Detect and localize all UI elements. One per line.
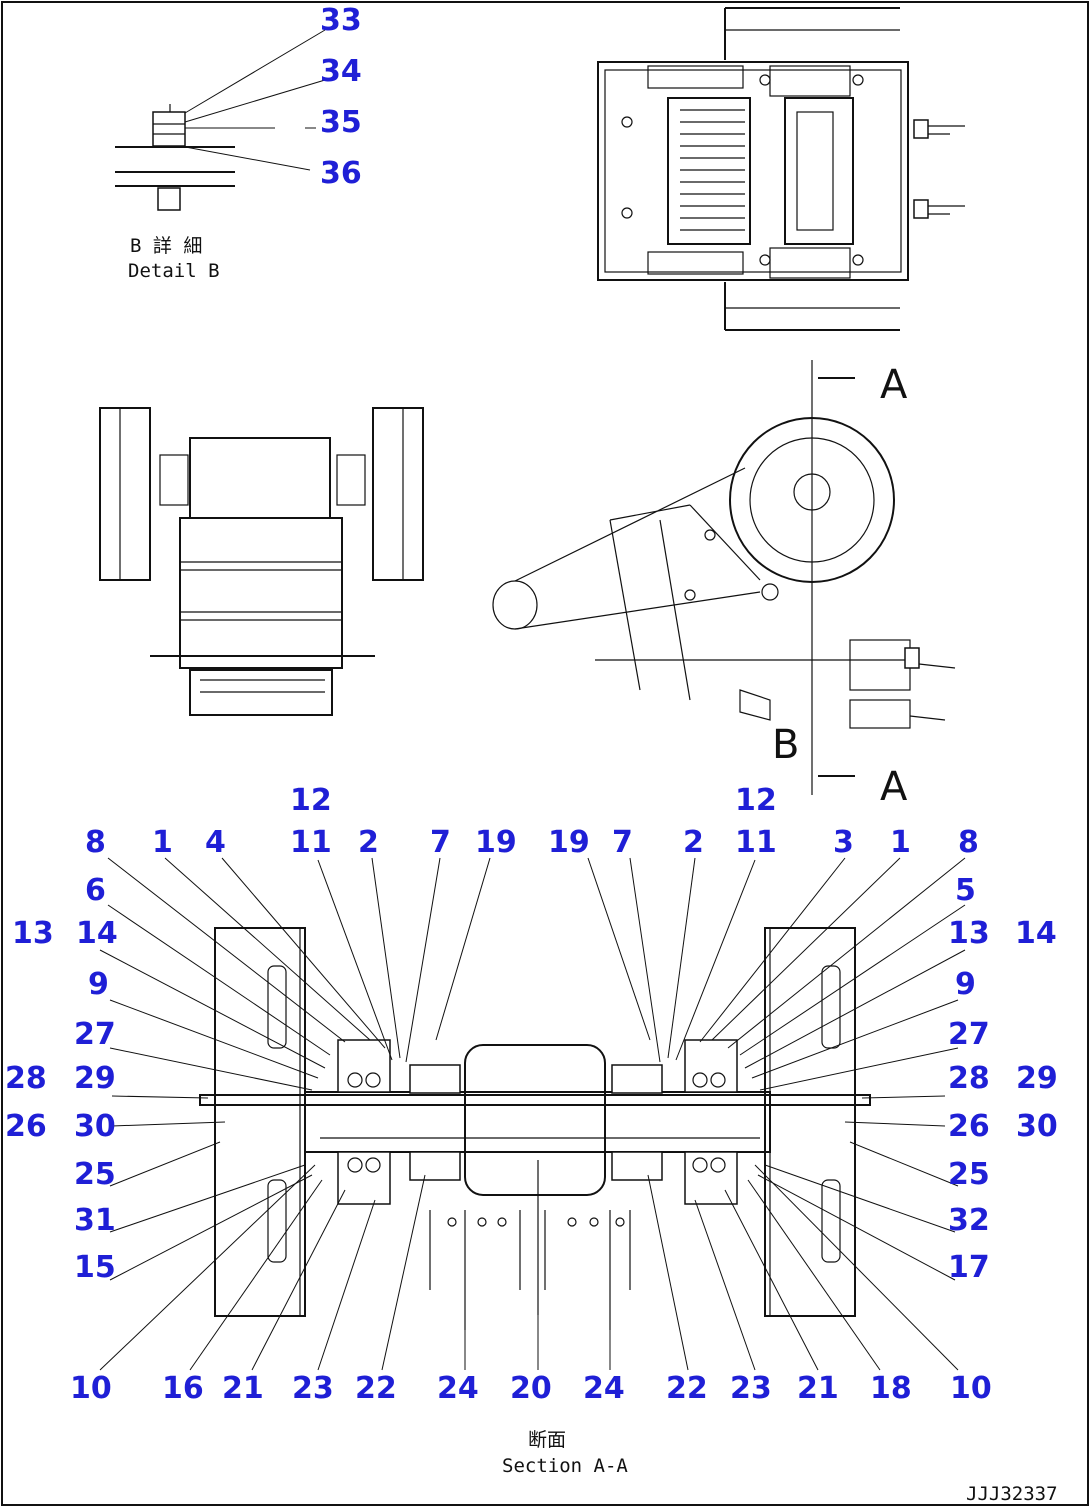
callout-9-left: 9 xyxy=(88,967,109,1002)
detail-b-view xyxy=(115,29,326,211)
callout-9-right: 9 xyxy=(955,967,976,1002)
callout-5-right: 5 xyxy=(955,873,976,908)
callout-21-right: 21 xyxy=(797,1371,839,1406)
callout-8-left: 8 xyxy=(85,825,106,860)
detail-b-caption-jp: B 詳 細 xyxy=(130,235,202,257)
callout-30-left: 30 xyxy=(74,1109,116,1144)
callout-12-left: 12 xyxy=(290,783,332,818)
callout-29-right: 29 xyxy=(1016,1061,1058,1096)
callout-29-left: 29 xyxy=(74,1061,116,1096)
section-mark-a-bottom: A xyxy=(880,764,908,810)
drawing-code: JJJ32337 xyxy=(966,1483,1058,1505)
callout-1-right: 1 xyxy=(890,825,911,860)
callout-14-left: 14 xyxy=(76,916,118,951)
callout-3-right: 3 xyxy=(833,825,854,860)
callout-22-right: 22 xyxy=(666,1371,708,1406)
callout-27-left: 27 xyxy=(74,1017,116,1052)
callout-33: 33 xyxy=(320,3,362,38)
callout-1-left: 1 xyxy=(152,825,173,860)
callout-10-right: 10 xyxy=(950,1371,992,1406)
callout-23-right: 23 xyxy=(730,1371,772,1406)
callout-36: 36 xyxy=(320,156,362,191)
callout-12-right: 12 xyxy=(735,783,777,818)
callout-13-left: 13 xyxy=(12,916,54,951)
section-mark-a-top: A xyxy=(880,362,908,408)
callout-7-left: 7 xyxy=(430,825,451,860)
callout-8-right: 8 xyxy=(958,825,979,860)
callout-2-left: 2 xyxy=(358,825,379,860)
callout-34: 34 xyxy=(320,54,362,89)
callout-4-left: 4 xyxy=(205,825,226,860)
crusher-front-view xyxy=(99,407,424,716)
callout-23-left: 23 xyxy=(292,1371,334,1406)
crusher-top-view xyxy=(597,7,965,331)
callout-32-right: 32 xyxy=(948,1203,990,1238)
callout-28-left: 28 xyxy=(5,1061,47,1096)
callout-20: 20 xyxy=(510,1371,552,1406)
callout-18: 18 xyxy=(870,1371,912,1406)
callout-11-left: 11 xyxy=(290,825,332,860)
callout-24-left: 24 xyxy=(437,1371,479,1406)
callout-25-right: 25 xyxy=(948,1157,990,1192)
detail-b-caption-en: Detail B xyxy=(128,260,220,282)
callout-31-left: 31 xyxy=(74,1203,116,1238)
callout-28-right: 28 xyxy=(948,1061,990,1096)
callout-24-right: 24 xyxy=(583,1371,625,1406)
callout-6-left: 6 xyxy=(85,873,106,908)
callout-14-right: 14 xyxy=(1015,916,1057,951)
crusher-side-view xyxy=(492,360,956,795)
callout-30-right: 30 xyxy=(1016,1109,1058,1144)
callout-17-right: 17 xyxy=(948,1250,990,1285)
callout-26-left: 26 xyxy=(5,1109,47,1144)
callout-35: 35 xyxy=(320,105,362,140)
callout-15-left: 15 xyxy=(74,1250,116,1285)
callout-19-right: 19 xyxy=(548,825,590,860)
callout-19-left: 19 xyxy=(475,825,517,860)
callout-7-right: 7 xyxy=(612,825,633,860)
callout-25-left: 25 xyxy=(74,1157,116,1192)
callout-22-left: 22 xyxy=(355,1371,397,1406)
callout-10-left: 10 xyxy=(70,1371,112,1406)
callout-27-right: 27 xyxy=(948,1017,990,1052)
section-caption-jp: 断面 xyxy=(528,1429,566,1451)
callout-13-right: 13 xyxy=(948,916,990,951)
callout-21-left: 21 xyxy=(222,1371,264,1406)
section-a-a-view xyxy=(99,857,966,1371)
callout-11-right: 11 xyxy=(735,825,777,860)
callout-2-right: 2 xyxy=(683,825,704,860)
section-caption-en: Section A-A xyxy=(502,1455,628,1477)
callout-16: 16 xyxy=(162,1371,204,1406)
detail-mark-b: B xyxy=(772,722,799,768)
callout-26-right: 26 xyxy=(948,1109,990,1144)
